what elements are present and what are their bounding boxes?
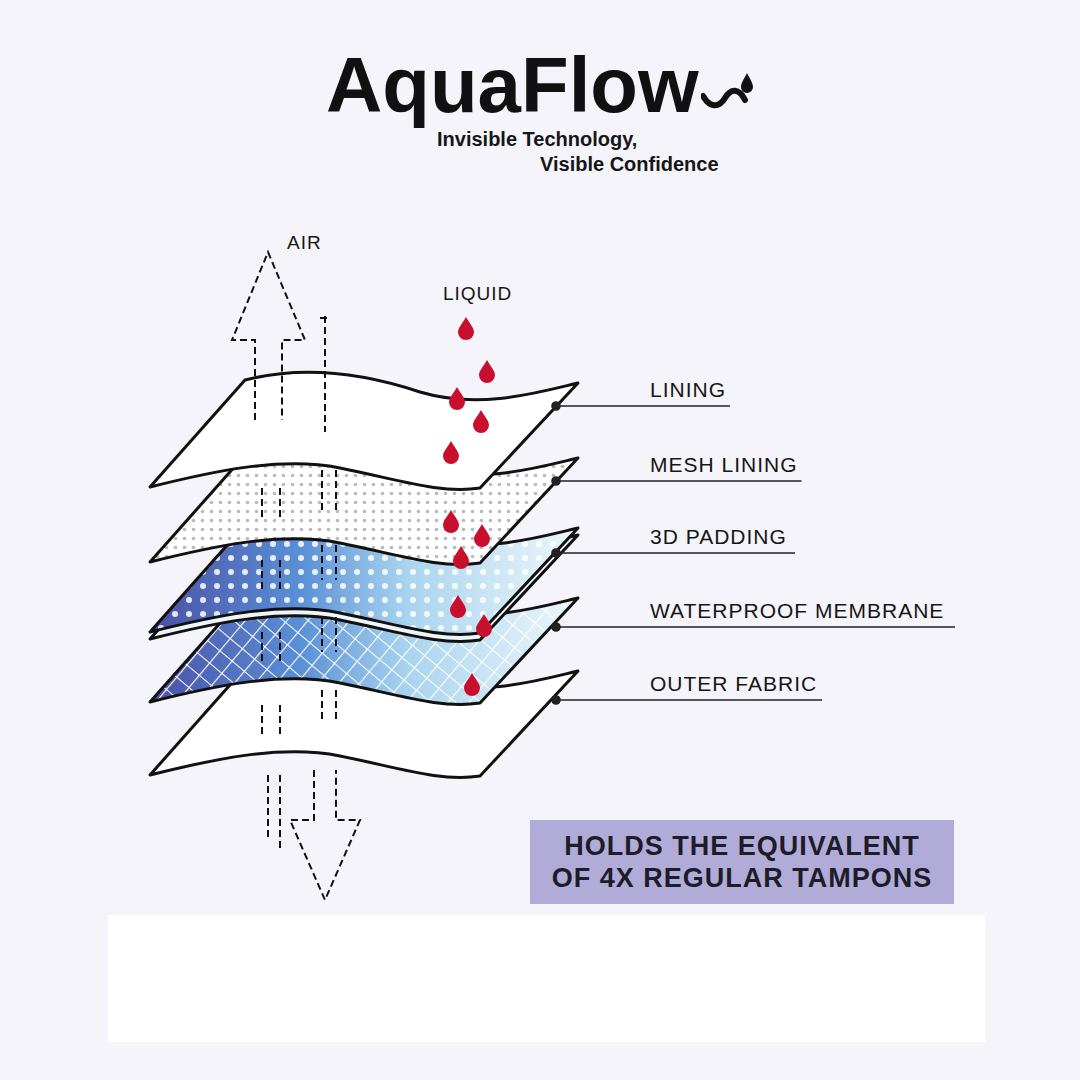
layer-label: OUTER FABRIC	[650, 672, 817, 696]
tagline-text: Invisible Technology,	[437, 128, 637, 151]
layer-label: LINING	[650, 378, 726, 402]
logo-swirl	[701, 70, 757, 114]
callout-box: HOLDS THE EQUIVALENT OF 4X REGULAR TAMPO…	[530, 820, 954, 904]
layer-label: 3D PADDING	[650, 525, 787, 549]
layer-label: WATERPROOF MEMBRANE	[650, 599, 944, 623]
liquid-label: LIQUID	[443, 283, 512, 305]
tagline-text: Visible Confidence	[540, 153, 719, 176]
callout-text: HOLDS THE EQUIVALENT OF 4X REGULAR TAMPO…	[544, 830, 940, 895]
air-label: AIR	[287, 232, 322, 254]
brand-title: AquaFlow	[326, 46, 699, 124]
layer-label: MESH LINING	[650, 453, 798, 477]
